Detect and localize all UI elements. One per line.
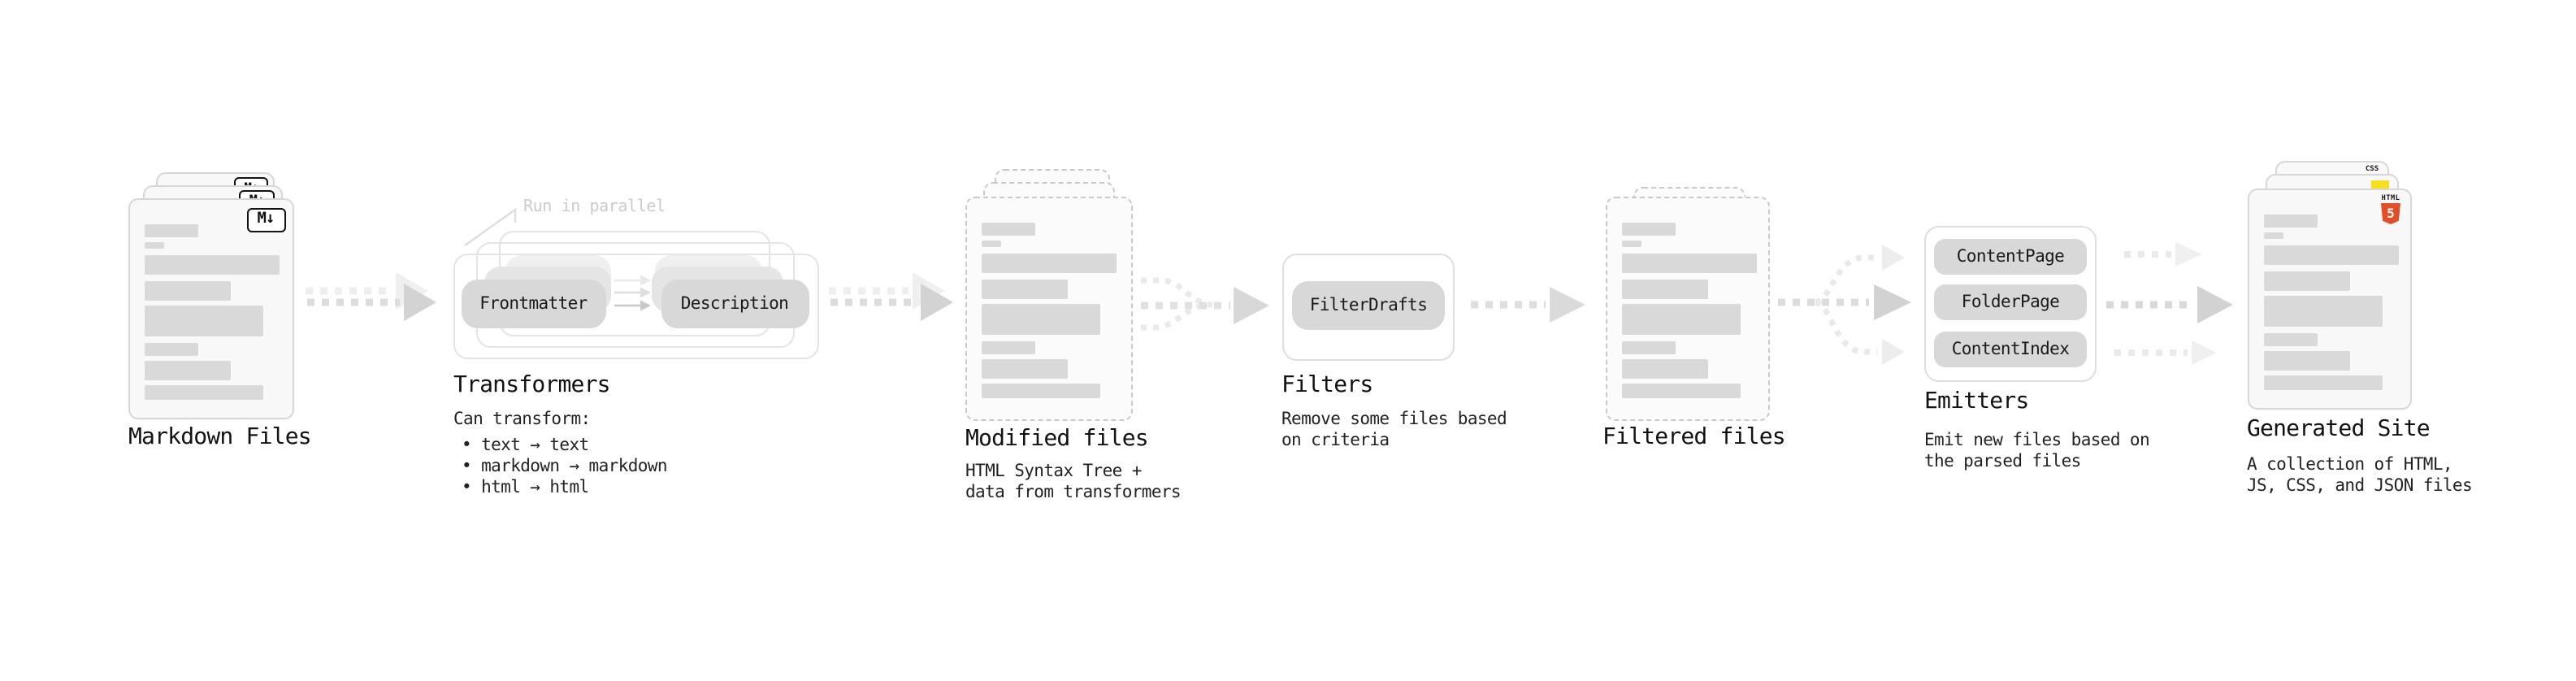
- transformer-box-front: [453, 254, 818, 359]
- content-bar: [145, 361, 231, 380]
- arrow-filters-to-filtered: [1471, 287, 1585, 323]
- filters-desc-line1: Remove some files based: [1281, 410, 1507, 429]
- transformers-desc: Can transform:: [453, 410, 591, 429]
- arrow-head-icon: [1882, 339, 1905, 365]
- markdown-file-card-front: M↓: [128, 198, 294, 419]
- modified-files-desc-line2: data from transformers: [965, 482, 1182, 501]
- arrow-filtered-to-emitters-fan: [1778, 245, 1911, 365]
- emitter-arrow-middle: [2106, 286, 2233, 323]
- content-bar: [2263, 296, 2382, 327]
- content-bar: [2263, 375, 2382, 390]
- js-file-badge: [2371, 180, 2389, 189]
- content-bar: [145, 242, 164, 249]
- emitters-desc-line1: Emit new files based on: [1924, 430, 2150, 449]
- content-bar: [982, 280, 1068, 299]
- content-bar: [2263, 351, 2349, 371]
- modified-files-title: Modified files: [965, 425, 1149, 451]
- content-bar: [145, 281, 231, 301]
- content-bar: [1621, 304, 1740, 335]
- content-bar: [1621, 254, 1756, 273]
- content-bar: [145, 255, 280, 275]
- emitter-arrow-top: [2124, 242, 2202, 267]
- modified-file-card-front: [965, 197, 1132, 420]
- run-in-parallel-note: Run in parallel: [523, 198, 666, 216]
- content-bar: [145, 224, 198, 237]
- content-bar: [1621, 223, 1675, 236]
- generated-site-title: Generated Site: [2247, 415, 2431, 441]
- arrow-head-icon: [1234, 287, 1269, 324]
- css-badge-label: CSS: [2365, 163, 2379, 173]
- arrow-emitters-to-generated: [2106, 242, 2233, 365]
- content-bar: [982, 223, 1035, 236]
- arrow-head-icon: [1882, 245, 1905, 271]
- transformers-title: Transformers: [453, 371, 611, 397]
- emitter-arrow-bottom: [2114, 340, 2217, 365]
- emitters-desc-line2: the parsed files: [1924, 451, 2081, 471]
- folderpage-pill: FolderPage: [1934, 284, 2087, 320]
- arrow-markdown-to-transformers: [306, 272, 436, 321]
- content-bar: [1621, 384, 1740, 398]
- contentpage-pill: ContentPage: [1934, 238, 2087, 274]
- content-bar: [982, 341, 1035, 354]
- content-bar: [145, 385, 263, 400]
- content-bar: [2263, 245, 2398, 265]
- html5-logo-label: HTML: [2381, 195, 2400, 203]
- arrow-head-icon: [404, 284, 436, 321]
- content-bar: [982, 304, 1100, 335]
- content-bar: [1621, 280, 1707, 299]
- ghost-arrow-icon: [306, 272, 428, 310]
- html5-logo-shield: 5: [2381, 203, 2400, 224]
- generated-html-file-card: HTML 5: [2247, 189, 2412, 409]
- transformers-bullet: • html → html: [462, 477, 589, 497]
- content-bar: [982, 254, 1117, 273]
- arrow-head-icon: [1874, 284, 1911, 320]
- arrow-head-icon: [1550, 287, 1585, 323]
- generated-site-desc-line1: A collection of HTML,: [2247, 454, 2453, 474]
- emitters-title: Emitters: [1924, 388, 2029, 414]
- content-bar: [2263, 333, 2317, 346]
- arrow-head-icon: [921, 284, 953, 321]
- transformers-bullet: • text → text: [462, 435, 589, 454]
- modified-files-desc-line1: HTML Syntax Tree +: [965, 461, 1142, 480]
- content-bar: [2263, 271, 2349, 291]
- markdown-files-title: Markdown Files: [128, 424, 312, 450]
- filtered-files-title: Filtered files: [1602, 424, 1786, 450]
- generated-site-desc-line2: JS, CSS, and JSON files: [2247, 475, 2473, 495]
- content-bar: [1621, 241, 1641, 247]
- ghost-arrow-icon: [829, 272, 945, 310]
- merge-branch-bottom: [1141, 302, 1207, 331]
- fan-branch-bottom: [1814, 299, 1877, 355]
- content-bar: [1621, 359, 1707, 379]
- content-bar: [145, 343, 198, 356]
- filtered-file-card-front: [1605, 197, 1770, 420]
- content-bar: [2263, 215, 2317, 228]
- html5-logo: HTML 5: [2381, 195, 2400, 224]
- content-bar: [982, 359, 1068, 379]
- content-bar: [982, 241, 1001, 247]
- frontmatter-pill: Frontmatter: [462, 279, 605, 327]
- description-pill: Description: [661, 279, 809, 327]
- filters-desc-line2: on criteria: [1281, 431, 1390, 450]
- content-bar: [145, 306, 263, 336]
- merge-branch-top: [1141, 277, 1213, 308]
- filterdrafts-pill: FilterDrafts: [1292, 280, 1445, 329]
- content-bar: [1621, 341, 1675, 354]
- content-bar: [982, 384, 1100, 398]
- markdown-logo: M↓: [246, 207, 285, 232]
- content-bar: [2263, 232, 2283, 239]
- arrow-modified-to-filters-merge: [1141, 277, 1269, 331]
- arrow-transformers-to-modified: [829, 272, 953, 321]
- transformers-bullet: • markdown → markdown: [462, 456, 668, 475]
- fan-branch-top: [1814, 254, 1877, 306]
- filters-title: Filters: [1281, 371, 1373, 397]
- contentindex-pill: ContentIndex: [1934, 331, 2087, 367]
